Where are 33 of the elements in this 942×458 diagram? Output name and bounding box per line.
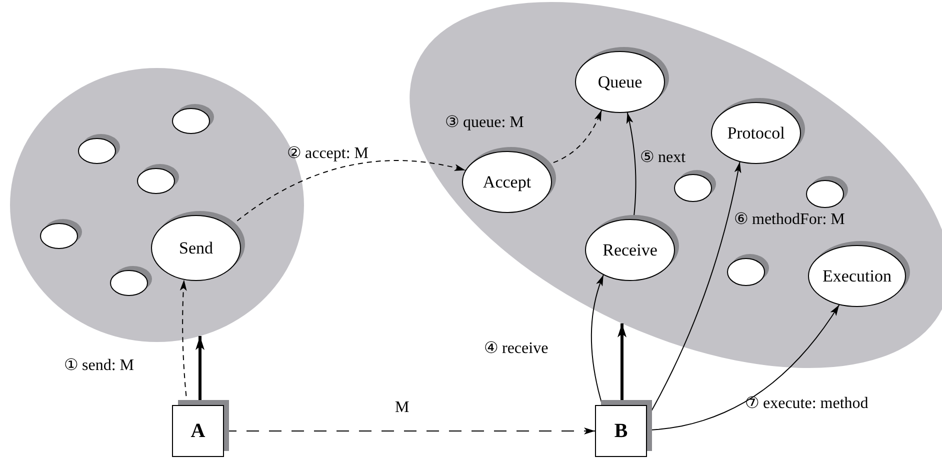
object-ellipse [172,103,215,134]
object-ellipse [585,214,680,281]
edge-label: ③ queue: M [445,115,524,131]
object-ellipse [808,240,911,307]
object-ellipse [137,163,180,194]
object-ellipse [151,210,246,281]
object-ellipse [462,146,557,213]
edge-label: ② accept: M [287,146,369,162]
edge-label: ④ receive [484,341,548,357]
object-ellipse [674,169,717,202]
edge-label: ⑥ methodFor: M [734,212,845,228]
edge-label: ① send: M [64,358,134,374]
object-ellipse [727,253,770,286]
object-ellipse [711,97,806,164]
object-box [595,400,652,457]
node-label: Accept [482,174,532,190]
node-label: Send [179,240,213,256]
node-label: B [614,421,628,441]
node-label: Queue [598,74,642,90]
object-ellipse [78,133,121,164]
node-label: A [190,421,206,441]
node-label: Protocol [727,124,785,142]
object-ellipse [806,175,849,208]
node-label: Receive [602,242,658,258]
edge-label: M [395,400,410,416]
node-label: Execution [822,268,892,284]
object-ellipse [110,265,153,296]
edge-label: ⑦ execute: method [745,396,868,412]
object-ellipse [40,218,83,249]
object-space-region [10,68,304,342]
object-ellipse [575,46,670,113]
object-box [172,400,229,457]
edge-label: ⑤ next [640,150,686,166]
